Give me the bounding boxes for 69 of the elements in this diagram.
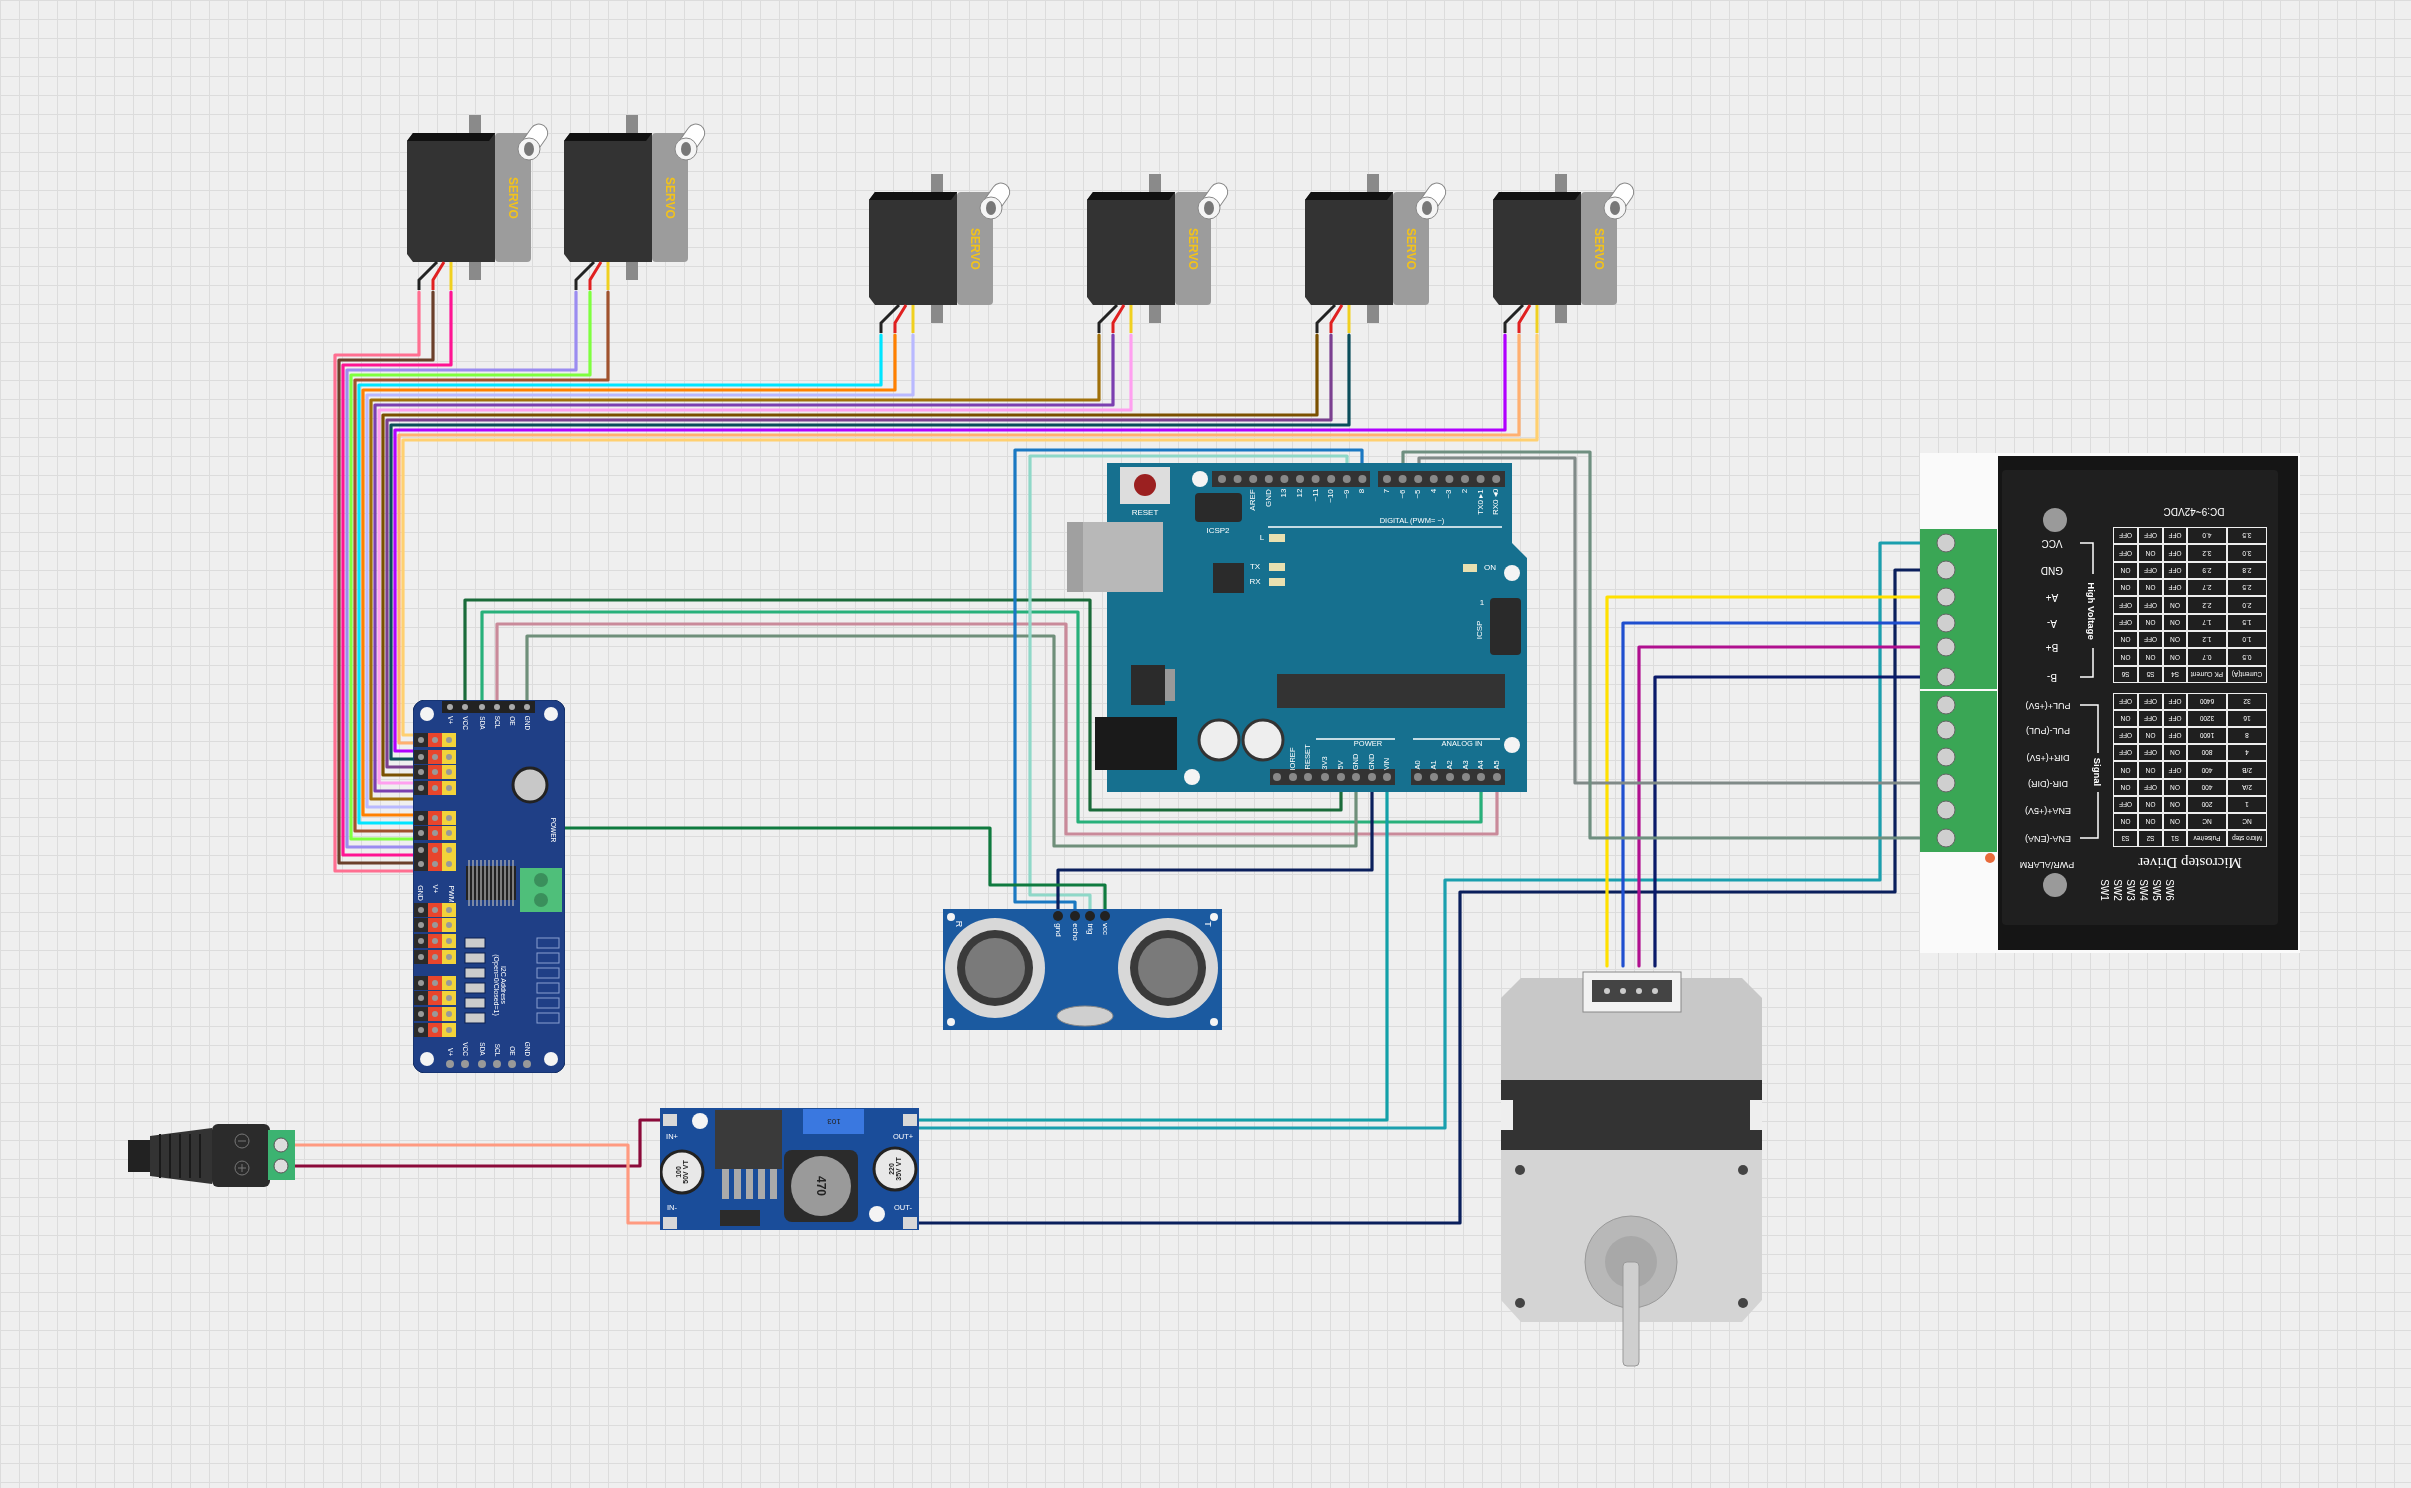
pin-label: AREF [1249, 489, 1258, 511]
wire [463, 598, 1343, 812]
terminal-label: PUL+(+5V) [2025, 700, 2071, 710]
switch-label: SW6 [2163, 879, 2175, 901]
pin-label: 13 [1280, 489, 1289, 498]
servo-label: SERVO [663, 176, 677, 219]
board-label: RESET [1131, 508, 1159, 518]
pin-label: ~3 [1445, 489, 1454, 499]
pin-label: ~11 [1311, 489, 1320, 502]
terminal-label: B+ [2045, 641, 2059, 653]
servo-label: SERVO [1404, 227, 1418, 270]
board-label: T [1202, 921, 1212, 927]
board-label: 1 [1479, 598, 1485, 608]
servo-label: SERVO [1592, 227, 1606, 270]
switch-label: SW3 [2124, 879, 2136, 901]
switch-label: SW5 [2150, 879, 2162, 901]
wire [1056, 790, 1374, 911]
terminal-label: B- [2047, 671, 2057, 683]
board-label: R [953, 920, 963, 928]
component-marking: 470 [814, 1176, 828, 1196]
board-label: RX [1249, 577, 1261, 587]
pin-label: RX0 ◂0 [1492, 489, 1501, 516]
pin-label: 2 [1460, 489, 1470, 494]
pin-label: ~5 [1414, 489, 1423, 499]
component-marking: 103 [827, 1116, 841, 1126]
terminal-label: A- [2047, 617, 2057, 629]
switch-label: SW1 [2098, 879, 2110, 901]
switch-label: SW4 [2137, 879, 2149, 901]
wire [337, 290, 435, 865]
pin-label: ~10 [1327, 489, 1336, 503]
terminal-label: VCC [2041, 537, 2063, 549]
terminal-label: PUL-(PUL) [2026, 725, 2070, 735]
pin-label: echo [1070, 923, 1080, 941]
pin-label: trig [1085, 923, 1095, 935]
wire [525, 634, 1358, 848]
board-label: ICSP [1475, 620, 1485, 640]
section-label: High Voltage [2086, 582, 2096, 640]
terminal-label: GND [2040, 564, 2064, 576]
pin-label: 4 [1429, 489, 1438, 494]
terminal-label: ENA+(+5V) [2025, 805, 2071, 815]
board-label: ON [1484, 563, 1496, 573]
wire [1401, 450, 1922, 840]
pin-label: 12 [1295, 489, 1305, 498]
wire [341, 290, 453, 857]
wire [1417, 456, 1922, 785]
section-label: Signal [2092, 757, 2102, 787]
pin-label: ~6 [1398, 489, 1407, 499]
wire [333, 290, 421, 873]
board-label: TX [1249, 562, 1261, 572]
terminal-label: ENA-(ENA) [2025, 833, 2071, 843]
device-title: Microstep Driver [2138, 854, 2242, 870]
pin-label: GND [1264, 489, 1273, 507]
servo-label: SERVO [506, 176, 520, 219]
pin-label: ~9 [1342, 489, 1351, 499]
terminal-label: DIR+(+5V) [2026, 752, 2070, 762]
board-label: L [1259, 533, 1265, 543]
terminal-label: DIR-(DIR) [2028, 778, 2068, 788]
switch-label: SW2 [2111, 879, 2123, 901]
pin-label: gnd [1053, 923, 1063, 937]
terminal-label: A+ [2045, 591, 2059, 603]
pin-label: 8 [1358, 489, 1367, 494]
servo-label: SERVO [968, 227, 982, 270]
pin-label: 7 [1382, 489, 1392, 494]
pin-label: TX0 ▸1 [1476, 489, 1485, 515]
status-label: PWR/ALARM [2019, 859, 2075, 869]
pin-label: vcc [1100, 923, 1110, 935]
servo-label: SERVO [1186, 227, 1200, 270]
board-label: ICSP2 [1206, 526, 1230, 536]
rating-label: DC:9~42VDC [2163, 505, 2225, 517]
